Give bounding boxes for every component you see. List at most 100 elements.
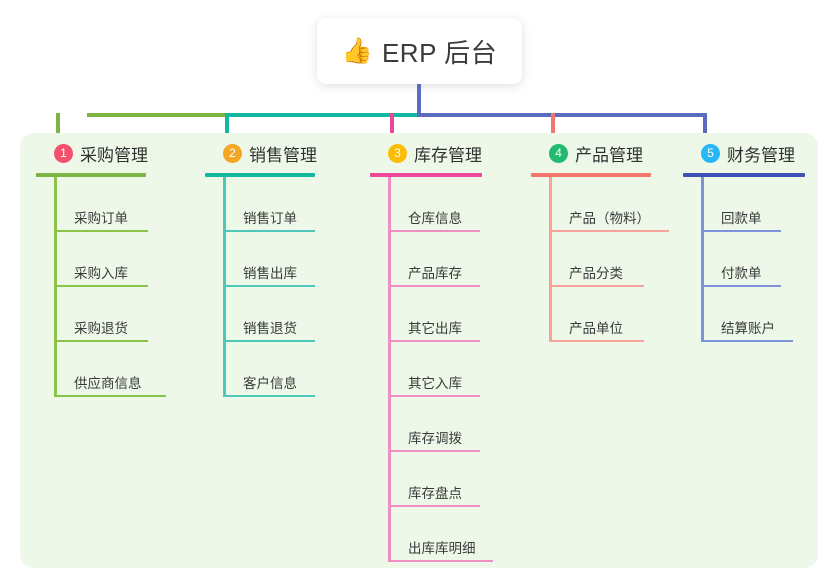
branch-items: 销售订单销售出库销售退货客户信息 (205, 177, 360, 397)
leaf-item[interactable]: 供应商信息 (56, 342, 196, 397)
leaf-item-rule (390, 230, 480, 232)
leaf-item-label: 供应商信息 (74, 376, 142, 391)
leaf-item[interactable]: 产品（物料） (551, 177, 701, 232)
leaf-item-label: 采购退货 (74, 321, 128, 336)
leaf-item-rule (551, 340, 644, 342)
leaf-item[interactable]: 采购订单 (56, 177, 196, 232)
branch-title: 财务管理 (727, 145, 795, 165)
leaf-item-label: 采购订单 (74, 211, 128, 226)
leaf-item[interactable]: 仓库信息 (390, 177, 530, 232)
bus-segment-indigo (417, 113, 705, 117)
branch-items: 回款单付款单结算账户 (683, 177, 833, 342)
leaf-item-label: 其它入库 (408, 376, 462, 391)
leaf-item[interactable]: 产品分类 (551, 232, 701, 287)
leaf-item[interactable]: 结算账户 (703, 287, 833, 342)
leaf-item-label: 回款单 (721, 211, 762, 226)
leaf-item-label: 产品库存 (408, 266, 462, 281)
leaf-item-rule (551, 285, 644, 287)
branch-header-4[interactable]: 4 产品管理 (531, 140, 701, 166)
root-node-card[interactable]: 👍 ERP 后台 (317, 18, 522, 84)
branch-spine (223, 177, 226, 397)
leaf-item[interactable]: 产品单位 (551, 287, 701, 342)
diagram-panel-background (20, 133, 818, 568)
leaf-item-rule (390, 560, 493, 562)
leaf-item-rule (390, 450, 480, 452)
bus-segment-green (87, 113, 227, 117)
root-stem-connector (417, 84, 421, 114)
leaf-item[interactable]: 出库库明细 (390, 507, 530, 562)
leaf-item-label: 采购入库 (74, 266, 128, 281)
branch-header-1[interactable]: 1 采购管理 (36, 140, 196, 166)
drop-connector-4 (551, 113, 555, 143)
branch-items: 产品（物料） 产品分类产品单位 (531, 177, 701, 342)
leaf-item[interactable]: 其它入库 (390, 342, 530, 397)
leaf-item-label: 销售退货 (243, 321, 297, 336)
branch-column-5: 5 财务管理回款单付款单结算账户 (683, 140, 833, 342)
leaf-item-label: 其它出库 (408, 321, 462, 336)
drop-connector-1 (56, 113, 60, 143)
leaf-item-rule (56, 285, 148, 287)
branch-header-rule (205, 173, 315, 177)
leaf-item-rule (703, 285, 781, 287)
leaf-item-rule (225, 340, 315, 342)
leaf-item[interactable]: 客户信息 (225, 342, 360, 397)
leaf-item[interactable]: 库存盘点 (390, 452, 530, 507)
leaf-item-rule (225, 395, 315, 397)
leaf-item-rule (390, 285, 480, 287)
leaf-item-label: 产品（物料） (569, 211, 650, 226)
leaf-item[interactable]: 其它出库 (390, 287, 530, 342)
leaf-item[interactable]: 产品库存 (390, 232, 530, 287)
leaf-item[interactable]: 回款单 (703, 177, 833, 232)
leaf-item-label: 付款单 (721, 266, 762, 281)
leaf-item[interactable]: 销售出库 (225, 232, 360, 287)
leaf-item-label: 库存调拨 (408, 431, 462, 446)
branch-title: 采购管理 (80, 145, 148, 165)
branch-header-5[interactable]: 5 财务管理 (683, 140, 833, 166)
branch-number-badge: 4 (549, 143, 568, 163)
leaf-item-label: 产品分类 (569, 266, 623, 281)
leaf-item-label: 库存盘点 (408, 486, 462, 501)
leaf-item-label: 结算账户 (721, 321, 775, 336)
leaf-item[interactable]: 销售订单 (225, 177, 360, 232)
leaf-item[interactable]: 采购入库 (56, 232, 196, 287)
branch-spine (54, 177, 57, 397)
leaf-item-rule (390, 340, 480, 342)
branch-spine (701, 177, 704, 342)
leaf-item[interactable]: 销售退货 (225, 287, 360, 342)
leaf-item[interactable]: 采购退货 (56, 287, 196, 342)
leaf-item-label: 销售订单 (243, 211, 297, 226)
leaf-item-rule (56, 230, 148, 232)
branch-column-3: 3 库存管理仓库信息产品库存其它出库其它入库库存调拨库存盘点出库库明细 (370, 140, 530, 562)
leaf-item-rule (703, 230, 781, 232)
branch-header-rule (370, 173, 482, 177)
branch-number-badge: 1 (54, 143, 73, 163)
root-node-title: ERP 后台 (381, 37, 498, 68)
branch-title: 销售管理 (249, 145, 317, 165)
leaf-item-rule (225, 230, 315, 232)
branch-spine (388, 177, 391, 562)
drop-connector-5 (703, 113, 707, 143)
branch-number-badge: 3 (388, 143, 407, 163)
bus-segment-teal (227, 113, 417, 117)
branch-spine (549, 177, 552, 342)
branch-column-4: 4 产品管理产品（物料） 产品分类产品单位 (531, 140, 701, 342)
leaf-item[interactable]: 库存调拨 (390, 397, 530, 452)
drop-connector-3 (390, 113, 394, 143)
drop-connector-2 (225, 113, 229, 143)
branch-title: 产品管理 (575, 145, 643, 165)
leaf-item[interactable]: 付款单 (703, 232, 833, 287)
leaf-item-rule (703, 340, 793, 342)
branch-header-rule (531, 173, 651, 177)
leaf-item-label: 产品单位 (569, 321, 623, 336)
branch-items: 仓库信息产品库存其它出库其它入库库存调拨库存盘点出库库明细 (370, 177, 530, 562)
branch-items: 采购订单采购入库采购退货供应商信息 (36, 177, 196, 397)
leaf-item-label: 客户信息 (243, 376, 297, 391)
branch-title: 库存管理 (414, 145, 482, 165)
branch-number-badge: 5 (701, 143, 720, 163)
branch-header-3[interactable]: 3 库存管理 (370, 140, 530, 166)
thumbs-up-icon: 👍 (341, 36, 373, 65)
leaf-item-rule (390, 395, 480, 397)
leaf-item-rule (551, 230, 669, 232)
